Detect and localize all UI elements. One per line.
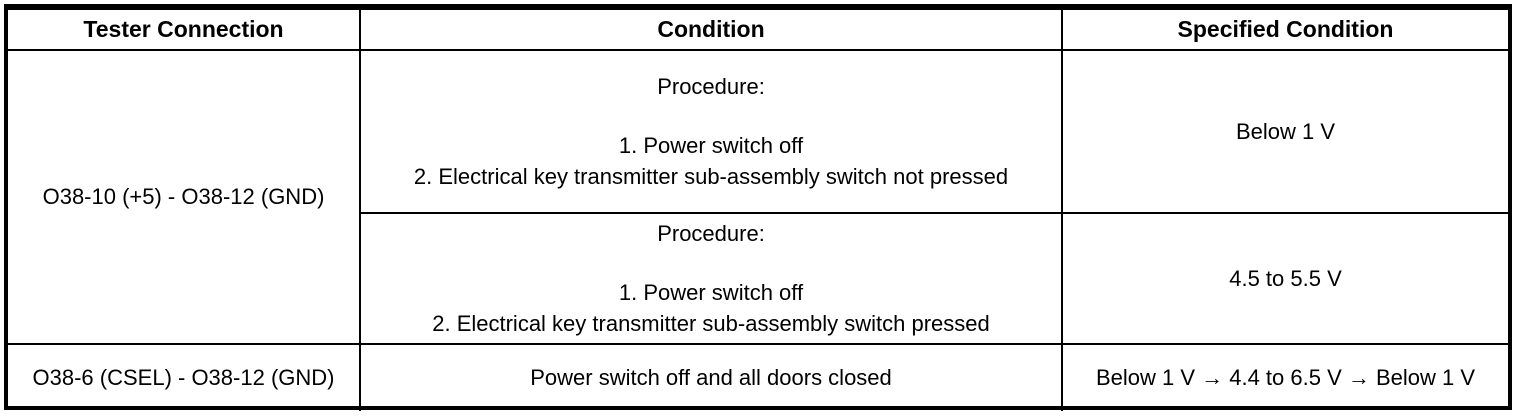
procedure-block: Procedure: 1. Power switch off 2. Electr… [367,219,1055,338]
procedure-title: Procedure: [657,220,765,246]
table-header: Tester Connection Condition Specified Co… [8,8,1508,51]
column-header-condition: Condition [359,8,1063,51]
specified-condition-cell-row1: Below 1 V [1061,49,1508,214]
specification-table: Tester Connection Condition Specified Co… [8,8,1508,411]
table-row: O38-10 (+5) - O38-12 (GND) Procedure: 1.… [8,49,1508,345]
condition-cell-row1: Procedure: 1. Power switch off 2. Electr… [359,49,1063,214]
specified-condition-cell-row2: 4.5 to 5.5 V [1061,212,1508,345]
header-row: Tester Connection Condition Specified Co… [8,8,1508,51]
specified-condition-cell-row3: Below 1 V → 4.4 to 6.5 V → Below 1 V [1061,343,1508,411]
procedure-step: 2. Electrical key transmitter sub-assemb… [413,164,1009,190]
procedure-step: 2. Electrical key transmitter sub-assemb… [432,311,990,337]
table-row: O38-6 (CSEL) - O38-12 (GND) Power switch… [8,343,1508,411]
tester-connection-cell-row1: O38-10 (+5) - O38-12 (GND) [8,49,361,345]
condition-cell-row2: Procedure: 1. Power switch off 2. Electr… [359,212,1063,345]
procedure-step: 1. Power switch off [618,132,804,158]
condition-cell-row3: Power switch off and all doors closed [359,343,1063,411]
procedure-step: 1. Power switch off [618,279,804,305]
procedure-title: Procedure: [657,73,765,99]
column-header-specified-condition: Specified Condition [1061,8,1508,51]
procedure-block: Procedure: 1. Power switch off 2. Electr… [367,72,1055,191]
table-row: Procedure: 1. Power switch off 2. Electr… [8,212,1508,345]
table-body: O38-10 (+5) - O38-12 (GND) Procedure: 1.… [8,49,1508,411]
column-header-tester-connection: Tester Connection [8,8,361,51]
spec-table-container: Tester Connection Condition Specified Co… [4,4,1512,411]
tester-connection-cell-row3: O38-6 (CSEL) - O38-12 (GND) [8,343,361,411]
